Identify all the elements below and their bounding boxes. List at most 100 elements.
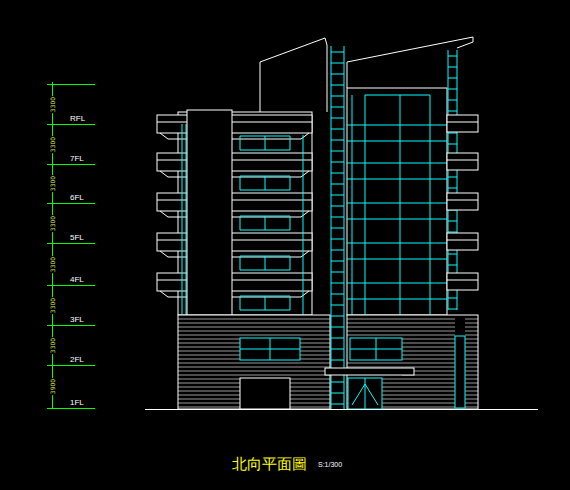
stroke bbox=[465, 319, 478, 320]
stroke bbox=[465, 327, 478, 328]
stroke bbox=[402, 379, 455, 380]
stroke bbox=[331, 151, 344, 152]
stroke bbox=[331, 217, 344, 218]
stroke bbox=[347, 367, 402, 368]
stroke bbox=[240, 375, 300, 376]
stroke bbox=[160, 211, 168, 217]
stroke bbox=[47, 408, 95, 409]
stroke bbox=[402, 407, 455, 408]
stroke bbox=[178, 367, 240, 368]
stroke bbox=[300, 363, 330, 364]
stroke bbox=[47, 203, 95, 204]
stroke bbox=[402, 335, 455, 336]
stroke bbox=[465, 371, 478, 372]
stroke bbox=[465, 355, 478, 356]
stroke bbox=[347, 335, 402, 336]
stroke bbox=[290, 176, 291, 190]
stroke bbox=[265, 256, 266, 270]
stroke bbox=[331, 261, 344, 262]
dimension-line bbox=[47, 82, 95, 409]
stroke bbox=[265, 176, 266, 190]
stroke bbox=[347, 323, 402, 324]
stroke bbox=[178, 371, 240, 372]
stroke bbox=[448, 78, 457, 79]
stroke bbox=[178, 407, 240, 408]
stroke bbox=[240, 296, 241, 310]
dimension-number: 3300 bbox=[49, 336, 56, 353]
stroke bbox=[265, 216, 266, 230]
stroke bbox=[178, 363, 240, 364]
stroke bbox=[300, 379, 330, 380]
stroke bbox=[265, 136, 266, 150]
stroke bbox=[157, 240, 312, 241]
stroke bbox=[365, 95, 430, 96]
stroke bbox=[160, 171, 168, 177]
stroke bbox=[331, 360, 344, 361]
stroke bbox=[465, 363, 478, 364]
stroke bbox=[178, 323, 240, 324]
stroke bbox=[300, 331, 330, 332]
balcony-slab bbox=[447, 193, 478, 210]
stroke bbox=[447, 280, 478, 281]
stroke bbox=[157, 280, 312, 281]
stroke bbox=[331, 162, 344, 163]
stroke bbox=[47, 124, 95, 125]
stroke bbox=[448, 100, 457, 101]
stroke bbox=[331, 338, 344, 339]
stroke bbox=[240, 327, 300, 328]
stroke bbox=[47, 243, 95, 244]
stroke bbox=[402, 387, 455, 388]
floor-level-label: 1FL bbox=[70, 398, 84, 407]
stroke bbox=[178, 327, 240, 328]
stroke bbox=[300, 395, 330, 396]
stroke bbox=[160, 133, 168, 139]
stroke bbox=[448, 56, 457, 57]
stroke bbox=[331, 305, 344, 306]
dimension-number: 3300 bbox=[49, 135, 56, 152]
balcony-slab bbox=[157, 115, 312, 133]
stroke bbox=[331, 327, 344, 328]
stroke bbox=[402, 343, 455, 344]
stroke bbox=[448, 254, 457, 255]
stroke bbox=[178, 399, 240, 400]
balcony-slab bbox=[447, 233, 478, 250]
stroke bbox=[347, 141, 447, 142]
stroke bbox=[347, 179, 447, 180]
stroke bbox=[331, 294, 344, 295]
balcony-slab bbox=[157, 233, 312, 251]
stroke bbox=[300, 355, 330, 356]
stroke bbox=[402, 339, 455, 340]
stroke bbox=[160, 291, 168, 297]
dimension-number: 3300 bbox=[49, 175, 56, 192]
stroke bbox=[465, 407, 478, 408]
stroke bbox=[331, 107, 344, 108]
stroke bbox=[301, 251, 309, 257]
stroke bbox=[178, 383, 240, 384]
stroke bbox=[331, 129, 344, 130]
stroke bbox=[331, 96, 344, 97]
stroke bbox=[178, 355, 240, 356]
stroke bbox=[178, 403, 240, 404]
stroke bbox=[331, 404, 344, 405]
stroke bbox=[240, 176, 241, 190]
stroke bbox=[301, 211, 309, 217]
stroke bbox=[300, 367, 330, 368]
stroke bbox=[465, 339, 478, 340]
stroke bbox=[178, 335, 240, 336]
stroke bbox=[448, 67, 457, 68]
balcony-slab bbox=[157, 193, 312, 211]
stroke bbox=[240, 216, 241, 230]
stroke bbox=[331, 85, 344, 86]
stroke bbox=[331, 63, 344, 64]
stroke bbox=[47, 164, 95, 165]
balcony-slab bbox=[447, 273, 478, 290]
stroke bbox=[178, 391, 240, 392]
stroke bbox=[301, 291, 309, 297]
stroke bbox=[331, 393, 344, 394]
stroke bbox=[160, 251, 168, 257]
stroke bbox=[331, 184, 344, 185]
stroke bbox=[300, 387, 330, 388]
stroke bbox=[352, 95, 353, 315]
stroke bbox=[402, 359, 455, 360]
